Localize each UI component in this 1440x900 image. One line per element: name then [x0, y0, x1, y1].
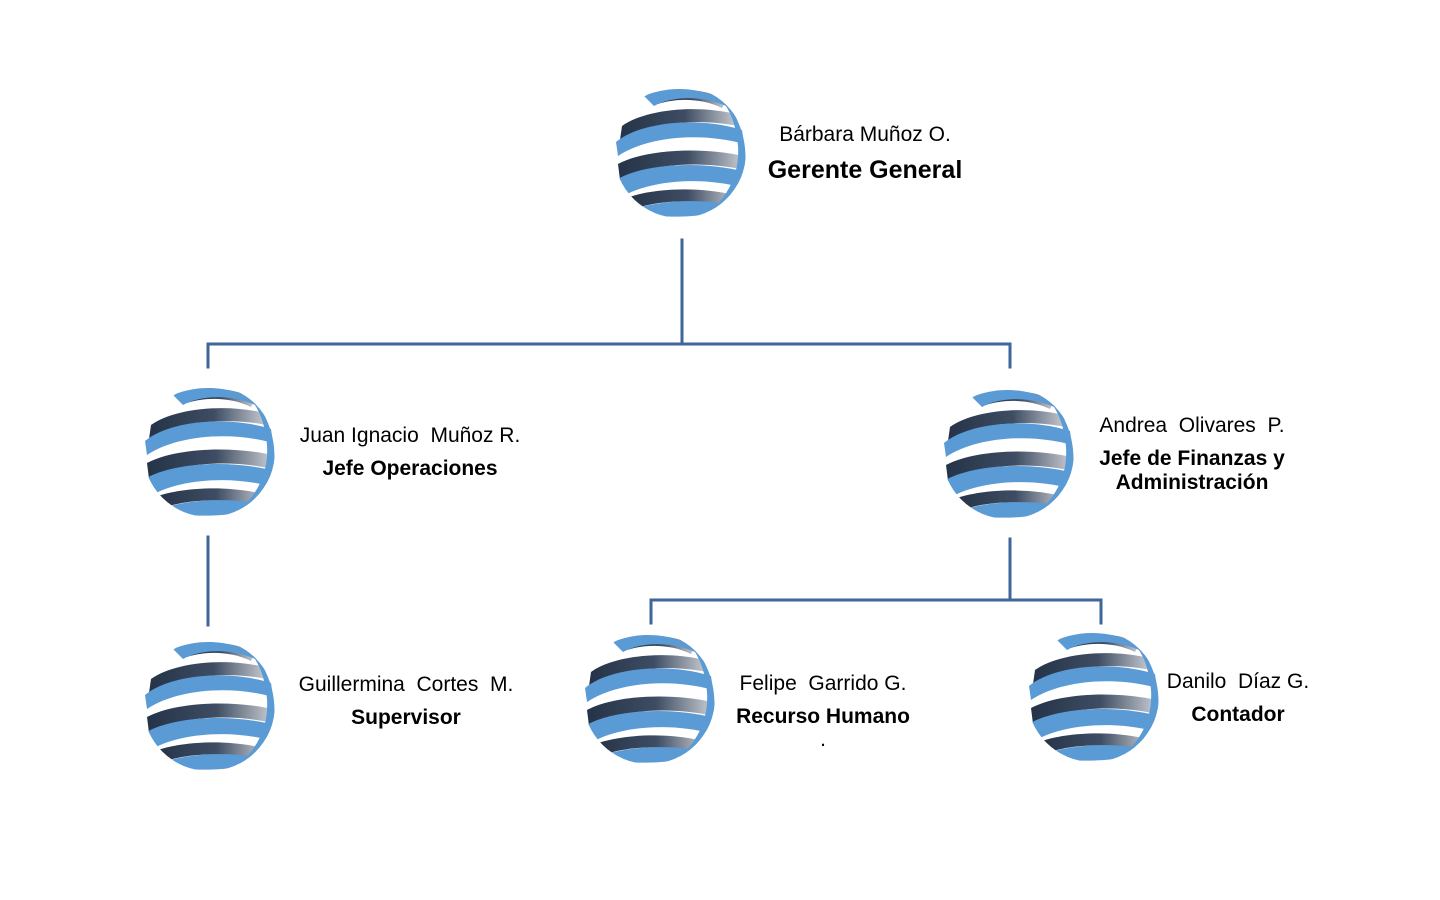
node-supervisor: Guillermina Cortes M. Supervisor	[280, 672, 532, 730]
node-extra-text: .	[820, 728, 826, 751]
node-role: Gerente General	[767, 156, 963, 184]
node-name: Danilo Díaz G.	[1166, 670, 1310, 693]
node-role: Jefe Operaciones	[322, 457, 498, 480]
globe-logo-icon	[143, 385, 275, 517]
node-jefe-operaciones: Juan Ignacio Muñoz R. Jefe Operaciones	[280, 423, 540, 481]
node-jefe-finanzas: Andrea Olivares P. Jefe de Finanzas y Ad…	[1082, 413, 1302, 495]
node-contador: Danilo Díaz G. Contador	[1148, 669, 1328, 727]
node-role: Recurso Humano	[736, 705, 910, 728]
node-gerente-general: Bárbara Muñoz O. Gerente General	[745, 122, 985, 185]
node-recurso-humano: Felipe Garrido G. Recurso Humano .	[712, 671, 934, 751]
node-role: Jefe de Finanzas y Administración	[1099, 447, 1285, 494]
node-name: Guillermina Cortes M.	[298, 673, 514, 696]
globe-logo-icon	[583, 632, 715, 764]
node-role: Supervisor	[351, 706, 461, 729]
globe-logo-icon	[143, 639, 275, 771]
globe-logo-icon	[614, 86, 746, 218]
node-name: Juan Ignacio Muñoz R.	[299, 424, 521, 447]
node-name: Andrea Olivares P.	[1099, 414, 1285, 437]
node-name: Bárbara Muñoz O.	[779, 123, 951, 146]
node-role: Contador	[1191, 703, 1285, 726]
globe-logo-icon	[1027, 630, 1159, 762]
node-name: Felipe Garrido G.	[739, 672, 907, 695]
globe-logo-icon	[942, 387, 1074, 519]
